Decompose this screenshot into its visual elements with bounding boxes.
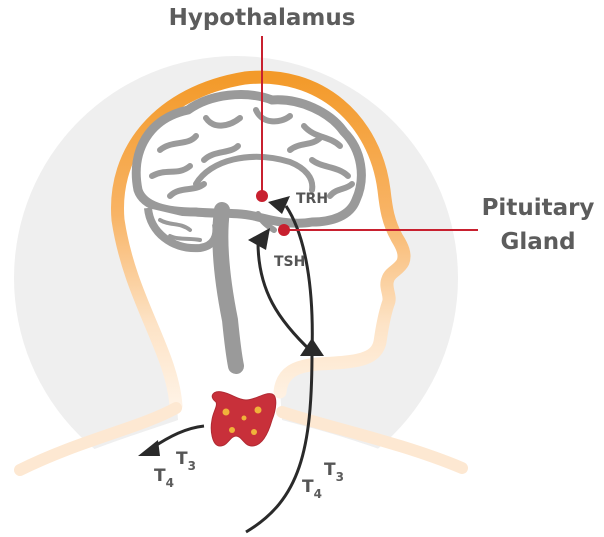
loop-mid-arrowhead (300, 338, 324, 356)
thyroid-spot (241, 415, 247, 421)
thyroid-spot (254, 406, 262, 414)
pituitary-label-line2: Gland (500, 229, 575, 255)
tsh-label: TSH (274, 254, 305, 270)
thyroid-spot (229, 427, 235, 433)
thyroid-spot (222, 408, 230, 416)
tsh-arrow (256, 241, 314, 354)
trh-label: TRH (296, 191, 328, 207)
thyroid-spot (251, 429, 257, 435)
pituitary-stalk (255, 211, 277, 233)
pituitary-label-line1: Pituitary (482, 195, 595, 221)
release-arrowhead (138, 440, 160, 456)
t3-right-label: T3 (324, 460, 344, 484)
left-shoulder (14, 402, 182, 476)
t4-right-label: T4 (302, 477, 322, 501)
hypothalamus-label: Hypothalamus (169, 5, 356, 31)
t3-left-label: T3 (176, 449, 196, 473)
brain-stem (212, 202, 244, 374)
brain (131, 90, 366, 374)
brain-folds (149, 107, 355, 199)
head-outline (111, 70, 411, 413)
hypothalamus-dot (256, 190, 268, 202)
corpus-callosum (193, 153, 316, 193)
cerebellum-folds (158, 218, 202, 242)
t4-left-label: T4 (154, 466, 174, 490)
right-shoulder (276, 406, 468, 474)
tsh-arrowhead (248, 228, 270, 250)
thyroid-gland (210, 391, 277, 447)
pituitary-dot (278, 224, 290, 236)
pathway-arrows (138, 196, 324, 534)
trh-arrowhead (268, 196, 290, 214)
